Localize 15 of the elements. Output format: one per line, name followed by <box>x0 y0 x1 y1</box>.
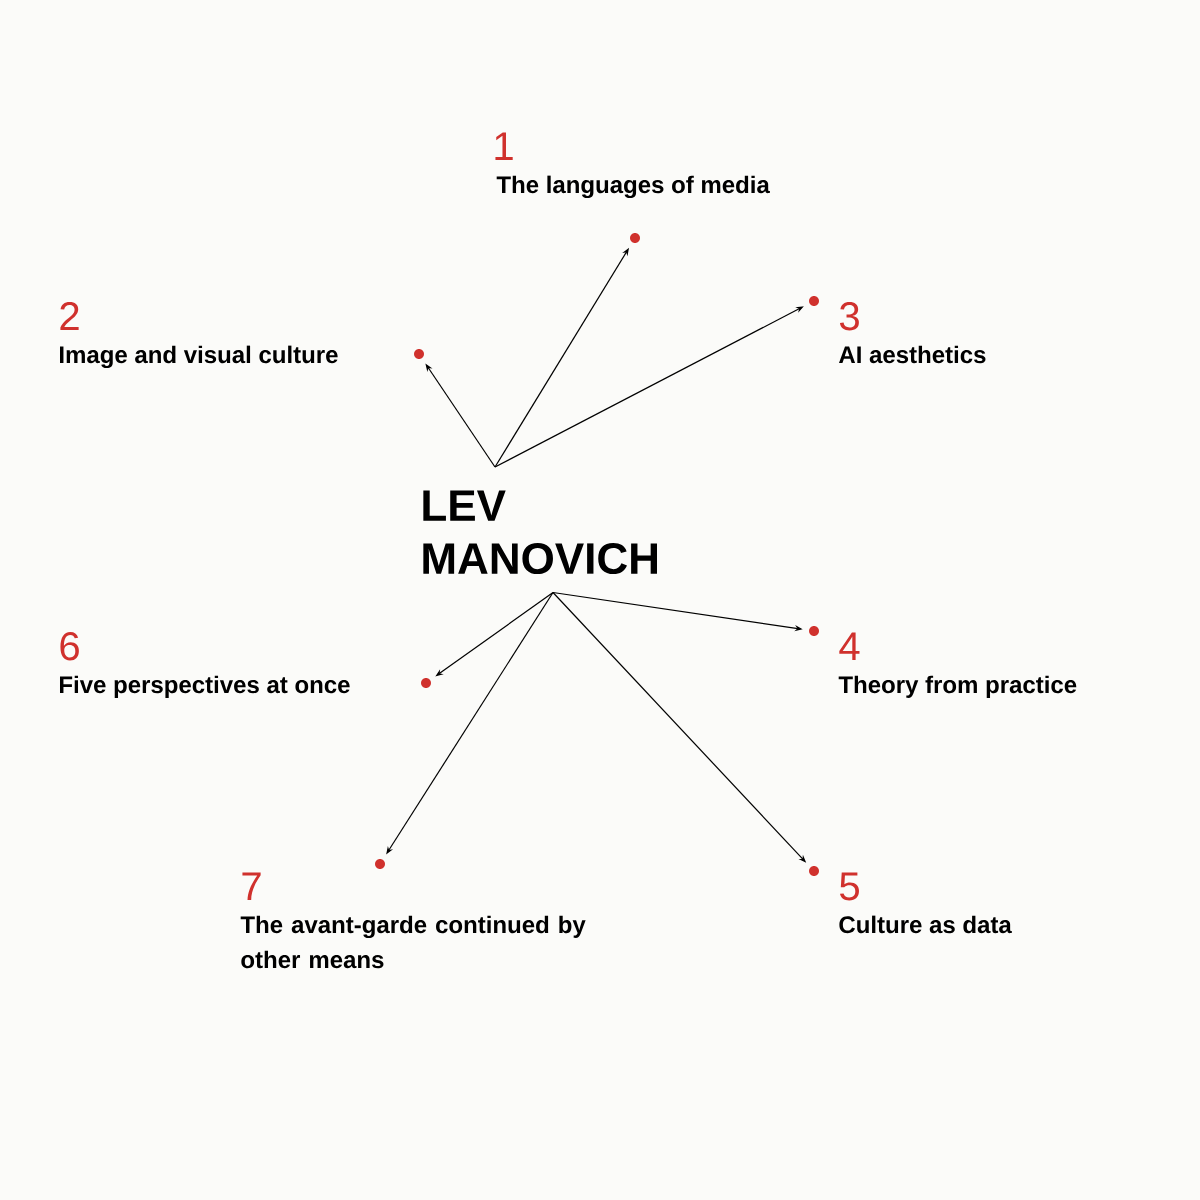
callout-number: 5 <box>840 872 859 901</box>
topic-label: Image and visual culture <box>60 345 338 369</box>
topic-label: Five perspectives at once <box>60 675 350 698</box>
callout-number: 4 <box>839 632 860 660</box>
callout-number: 7 <box>242 872 261 900</box>
topic-label: Theory from practice <box>838 675 1077 698</box>
callout-number: 1 <box>495 132 513 160</box>
callout-number: 3 <box>839 302 859 331</box>
name-heading: LEV MANOVICH <box>423 490 657 575</box>
callout-number: 6 <box>60 632 79 661</box>
callout-number: 2 <box>60 302 79 330</box>
topic-label: The avant-garde continued by other means <box>240 915 586 969</box>
topic-label: The languages of media <box>496 175 770 199</box>
topic-label: AI aesthetics <box>839 345 986 364</box>
topic-label: Culture as data <box>839 915 1012 934</box>
